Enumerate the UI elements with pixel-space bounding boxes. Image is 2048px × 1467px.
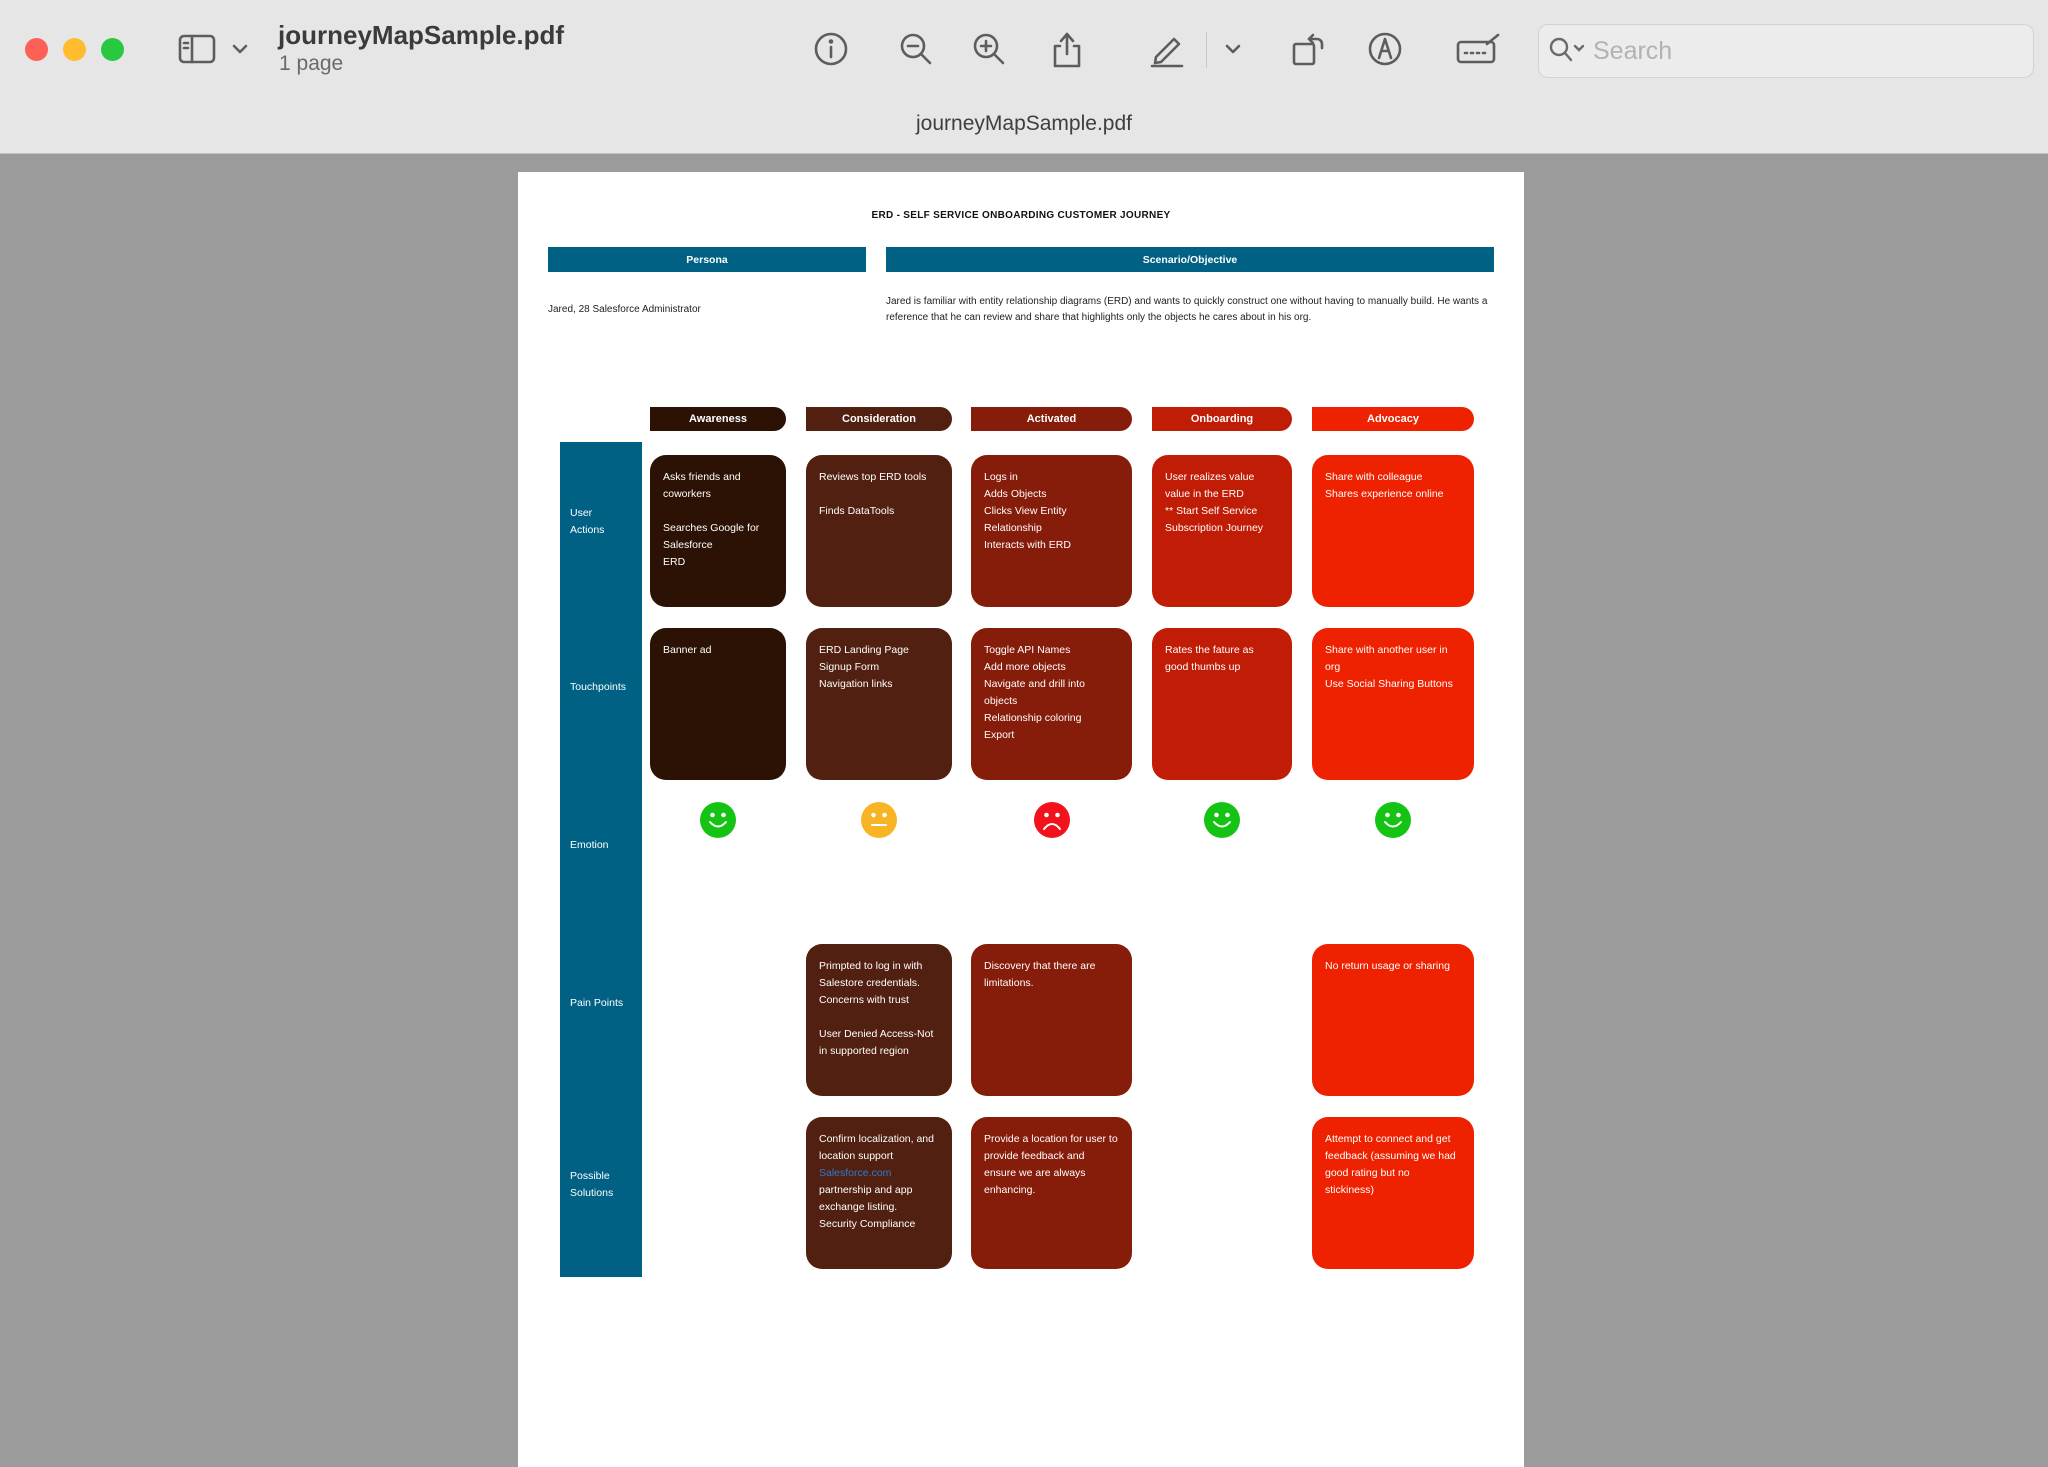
row-label-user-actions: User Actions	[570, 507, 605, 536]
search-field[interactable]	[1538, 24, 2034, 78]
search-icon	[1547, 35, 1587, 70]
card-solutions-consideration: Confirm localization, and location suppo…	[806, 1117, 952, 1269]
persona-header: Persona	[548, 247, 866, 272]
solution-text: partnership and app exchange listing. Se…	[819, 1184, 916, 1230]
chevron-down-icon[interactable]	[228, 26, 252, 72]
row-label-emotion: Emotion	[570, 839, 609, 851]
zoom-window-button[interactable]	[101, 38, 124, 61]
card-user-actions-consideration: Reviews top ERD tools Finds DataTools	[806, 455, 952, 607]
stage-consideration: Consideration	[806, 407, 952, 431]
card-solutions-advocacy: Attempt to connect and get feedback (ass…	[1312, 1117, 1474, 1269]
neutral-face-icon	[861, 802, 897, 838]
card-touchpoints-consideration: ERD Landing Page Signup Form Navigation …	[806, 628, 952, 780]
pdf-page: ERD - SELF SERVICE ONBOARDING CUSTOMER J…	[518, 172, 1524, 1467]
card-pain-points-advocacy: No return usage or sharing	[1312, 944, 1474, 1096]
sad-face-icon	[1034, 802, 1070, 838]
card-touchpoints-onboarding: Rates the fature as good thumbs up	[1152, 628, 1292, 780]
scenario-header: Scenario/Objective	[886, 247, 1494, 272]
card-user-actions-activated: Logs in Adds Objects Clicks View Entity …	[971, 455, 1132, 607]
sidebar-icon[interactable]	[176, 26, 218, 72]
share-icon[interactable]	[1046, 26, 1088, 72]
card-user-actions-onboarding: User realizes value value in the ERD ** …	[1152, 455, 1292, 607]
page-count: 1 page	[279, 52, 344, 75]
markup-icon[interactable]	[1364, 26, 1406, 72]
card-touchpoints-awareness: Banner ad	[650, 628, 786, 780]
happy-face-icon	[1375, 802, 1411, 838]
row-label-pain-points: Pain Points	[570, 997, 624, 1009]
persona-text: Jared, 28 Salesforce Administrator	[548, 304, 701, 315]
card-user-actions-awareness: Asks friends and coworkers Searches Goog…	[650, 455, 786, 607]
toolbar-divider	[1206, 32, 1207, 68]
chevron-down-icon[interactable]	[1221, 26, 1245, 72]
minimize-window-button[interactable]	[63, 38, 86, 61]
search-input[interactable]	[1591, 25, 2015, 77]
stage-awareness: Awareness	[650, 407, 786, 431]
journey-title: ERD - SELF SERVICE ONBOARDING CUSTOMER J…	[871, 210, 1171, 221]
row-label-bar	[560, 442, 642, 1277]
stage-activated: Activated	[971, 407, 1132, 431]
card-pain-points-activated: Discovery that there are limitations.	[971, 944, 1132, 1096]
sign-icon[interactable]	[1454, 26, 1502, 72]
zoom-out-icon[interactable]	[895, 26, 937, 72]
card-solutions-activated: Provide a location for user to provide f…	[971, 1117, 1132, 1269]
info-icon[interactable]	[810, 26, 852, 72]
row-label-possible-solutions: Possible Solutions	[570, 1170, 614, 1199]
salesforce-link[interactable]: Salesforce.com	[819, 1167, 892, 1179]
happy-face-icon	[1204, 802, 1240, 838]
stage-onboarding: Onboarding	[1152, 407, 1292, 431]
highlight-pen-icon[interactable]	[1146, 26, 1188, 72]
window-title: journeyMapSample.pdf	[916, 112, 1132, 135]
window-toolbar: journeyMapSample.pdf 1 page journeyMapSa…	[0, 0, 2048, 154]
row-label-touchpoints: Touchpoints	[570, 681, 627, 693]
card-pain-points-consideration: Primpted to log in with Salestore creden…	[806, 944, 952, 1096]
card-touchpoints-advocacy: Share with another user in org Use Socia…	[1312, 628, 1474, 780]
rotate-icon[interactable]	[1287, 26, 1329, 72]
close-window-button[interactable]	[25, 38, 48, 61]
zoom-in-icon[interactable]	[968, 26, 1010, 72]
happy-face-icon	[700, 802, 736, 838]
scenario-text: Jared is familiar with entity relationsh…	[886, 296, 1488, 323]
document-title: journeyMapSample.pdf	[278, 20, 565, 50]
solution-text: Confirm localization, and location suppo…	[819, 1133, 934, 1162]
card-touchpoints-activated: Toggle API Names Add more objects Naviga…	[971, 628, 1132, 780]
stage-advocacy: Advocacy	[1312, 407, 1474, 431]
card-user-actions-advocacy: Share with colleague Shares experience o…	[1312, 455, 1474, 607]
